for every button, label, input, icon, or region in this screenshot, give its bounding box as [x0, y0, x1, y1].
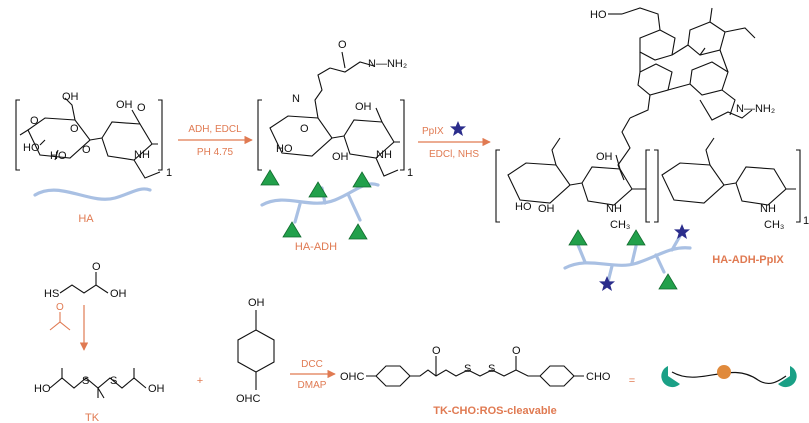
svg-text:O: O — [512, 345, 521, 357]
svg-text:CH₃: CH₃ — [764, 219, 784, 231]
ha-adh-pplx-structure: HO N—NH₂ 1 HO OH OH NH CH₃ NH CH₃ — [495, 7, 809, 291]
ha-backbone — [33, 187, 152, 201]
tk-structure: HO S S OH TK — [34, 368, 165, 423]
svg-text:OH: OH — [596, 151, 613, 163]
svg-text:O: O — [82, 144, 91, 156]
adh-triangle-icon — [626, 229, 646, 246]
svg-text:N: N — [292, 93, 300, 105]
svg-text:O: O — [137, 102, 146, 114]
svg-text:CH₃: CH₃ — [610, 219, 630, 231]
svg-text:O: O — [338, 39, 347, 51]
acid-ho: HO — [590, 9, 607, 21]
step2-reagent-top: PpIX — [422, 126, 444, 137]
svg-text:NH: NH — [134, 149, 150, 161]
step3-reagent-bottom: DMAP — [298, 380, 327, 391]
ha-repeat: 1 — [166, 167, 172, 179]
svg-text:O: O — [92, 261, 101, 273]
svg-text:S: S — [82, 375, 89, 387]
acetone-icon: O — [49, 302, 71, 331]
adh-triangle-icon — [260, 169, 280, 186]
pplx-star-icon — [450, 121, 466, 136]
step1-reagent-bottom: PH 4.75 — [197, 147, 234, 158]
equals-sign: = — [629, 375, 635, 387]
ha-adh-hydrazide: N—NH₂ — [368, 58, 407, 70]
adh-triangle-icon — [352, 171, 372, 188]
svg-text:OHC: OHC — [236, 393, 261, 405]
svg-text:OHC: OHC — [340, 371, 365, 383]
step3-arrow-group: DCC DMAP — [290, 359, 336, 391]
svg-text:OH: OH — [248, 297, 265, 309]
svg-text:OH: OH — [116, 99, 133, 111]
teal-pacman-icon — [778, 366, 797, 388]
ha-structure: 1 OH O O O HO HO OH O NH HA — [15, 91, 172, 225]
ha-label: HA — [78, 213, 94, 225]
pplx-repeat: 1 — [803, 215, 809, 227]
tk-cho-label: TK-CHO:ROS-cleavable — [433, 405, 556, 417]
pplx-star-icon — [674, 224, 690, 239]
svg-text:S: S — [464, 363, 471, 375]
pplx-star-icon — [599, 276, 615, 291]
svg-text:O: O — [56, 302, 64, 313]
ha-adh-pplx-label: HA-ADH-PpIX — [712, 254, 784, 266]
tk-cho-structure: OHC O O S S CHO TK-CHO:ROS-cleavable — [340, 345, 611, 417]
adh-triangle-icon — [282, 221, 302, 238]
adh-triangle-icon — [348, 223, 368, 240]
svg-text:OH: OH — [355, 101, 372, 113]
svg-text:S: S — [110, 375, 117, 387]
svg-text:O: O — [300, 123, 309, 135]
svg-text:NH: NH — [606, 203, 622, 215]
step1-arrow-group: ADH, EDCL PH 4.75 — [178, 124, 253, 158]
svg-text:NH: NH — [760, 203, 776, 215]
svg-text:O: O — [30, 115, 39, 127]
tk-label: TK — [85, 412, 100, 423]
ha-bracket-left — [15, 99, 20, 171]
plus-sign: + — [197, 375, 203, 387]
svg-text:HO: HO — [515, 201, 532, 213]
thiol-structure: HS O OH — [44, 261, 127, 300]
porphyrin-ring — [621, 7, 756, 119]
svg-text:OH: OH — [538, 203, 555, 215]
svg-text:O: O — [432, 345, 441, 357]
adh-triangle-icon — [658, 273, 678, 290]
svg-text:O: O — [70, 123, 79, 135]
step3-reagent-top: DCC — [301, 359, 323, 370]
svg-text:HO: HO — [50, 150, 67, 162]
svg-text:OH: OH — [110, 288, 127, 300]
step2-arrow-group: PpIX EDCl, NHS — [418, 121, 491, 160]
step1-reagent-top: ADH, EDCL — [188, 124, 242, 135]
ha-adh-label: HA-ADH — [295, 241, 337, 253]
adh-triangle-icon — [568, 229, 588, 246]
svg-text:S: S — [488, 363, 495, 375]
pplx-hydrazide: N—NH₂ — [736, 103, 775, 115]
orange-circle-icon — [717, 365, 731, 379]
svg-text:HO: HO — [23, 142, 40, 154]
svg-text:OH: OH — [148, 383, 165, 395]
svg-text:HO: HO — [276, 143, 293, 155]
ha-adh-repeat: 1 — [407, 167, 413, 179]
adh-triangle-icon — [308, 181, 328, 198]
cartoon-linker — [661, 365, 797, 388]
teal-pacman-icon — [661, 366, 680, 388]
svg-text:OH: OH — [62, 91, 79, 103]
svg-text:NH: NH — [376, 149, 392, 161]
svg-text:OH: OH — [332, 151, 349, 163]
step2-reagent-bottom: EDCl, NHS — [429, 149, 479, 160]
ha-bracket-right — [158, 99, 163, 171]
svg-text:HS: HS — [44, 288, 59, 300]
hydroxybenzaldehyde-structure: OH OHC — [236, 297, 275, 405]
svg-text:HO: HO — [34, 383, 51, 395]
svg-text:CHO: CHO — [586, 371, 611, 383]
ha-adh-structure: 1 O N—NH₂ N HO OH O NH OH HA-ADH — [257, 39, 413, 253]
